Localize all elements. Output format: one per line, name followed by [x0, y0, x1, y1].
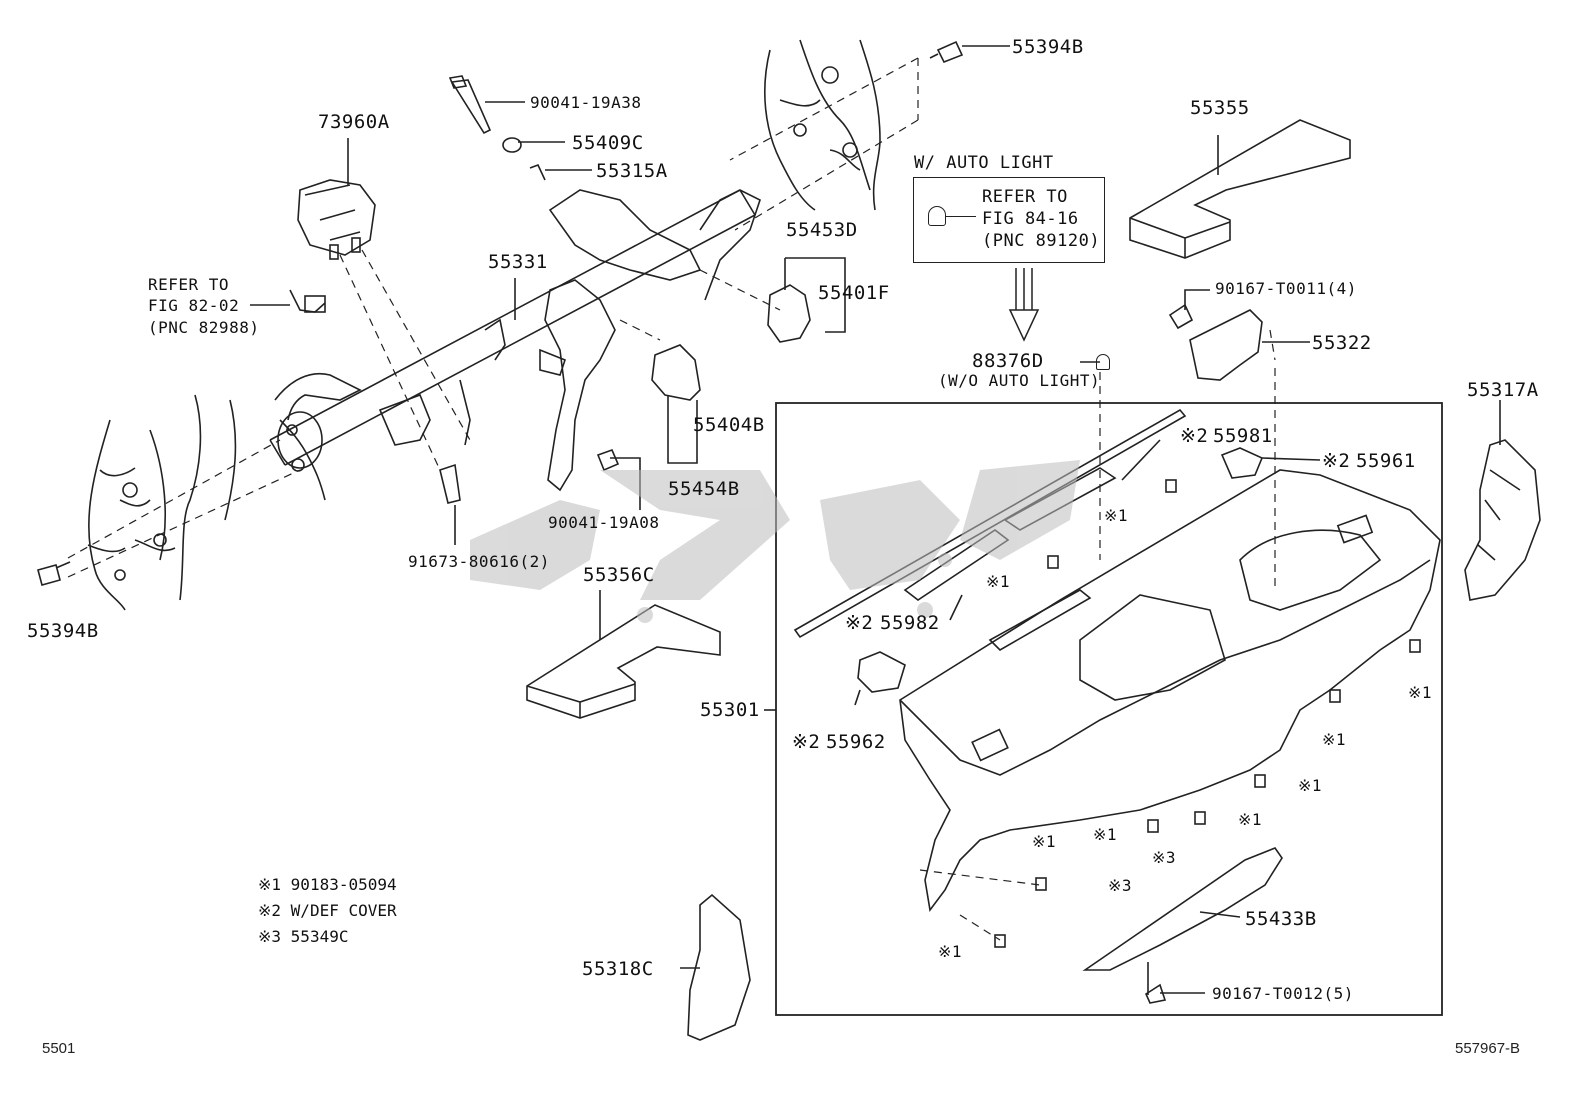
label-73960a: 73960A — [318, 111, 390, 133]
refer-82-line1: REFER TO — [148, 275, 230, 294]
sensor-icon — [928, 206, 946, 226]
mark-clip-1: ※1 — [1104, 506, 1129, 525]
lower-rail — [1082, 847, 1283, 971]
relay-block — [297, 179, 376, 256]
label-88376d: 88376D — [972, 350, 1044, 372]
legend-item-1: ※1 90183-05094 — [258, 875, 397, 894]
mark-55982: ※2 — [845, 612, 874, 634]
label-55322: 55322 — [1312, 332, 1372, 354]
support-beam — [269, 189, 756, 466]
side-cover-left — [687, 893, 751, 1041]
label-91673-80616: 91673-80616(2) — [408, 552, 550, 571]
bracket-55404b — [651, 344, 701, 401]
refer-84-line2: FIG 84-16 — [982, 209, 1079, 229]
refer-84-line3: (PNC 89120) — [982, 231, 1101, 251]
bolt-90041-19a38 — [450, 79, 492, 135]
bracket-55453d — [767, 284, 811, 343]
legend: ※1 90183-05094 ※2 W/DEF COVER ※3 55349C — [258, 872, 397, 950]
label-55454b: 55454B — [668, 478, 740, 500]
label-55981: 55981 — [1213, 425, 1273, 447]
refer-82-line2: FIG 82-02 — [148, 296, 240, 315]
label-55409c: 55409C — [572, 132, 644, 154]
bracket-55322 — [1189, 309, 1263, 381]
label-55301: 55301 — [700, 699, 760, 721]
sensor-leader — [946, 216, 976, 217]
label-55962: 55962 — [826, 731, 886, 753]
mark-clip-4: ※1 — [1322, 730, 1347, 749]
vent-55961 — [1220, 447, 1264, 479]
clip-88376d-icon — [1096, 354, 1110, 370]
dashboard-assembly-box — [775, 402, 1443, 1016]
label-55318c: 55318C — [582, 958, 654, 980]
label-90041-19a38: 90041-19A38 — [530, 93, 642, 112]
label-88376d-note: (W/O AUTO LIGHT) — [938, 371, 1101, 390]
label-90041-19a08: 90041-19A08 — [548, 513, 660, 532]
label-55394b-left: 55394B — [27, 620, 99, 642]
mark-clip-6: ※1 — [1238, 810, 1263, 829]
label-55961: 55961 — [1356, 450, 1416, 472]
footer-right: 557967-B — [1455, 1040, 1521, 1057]
label-55982: 55982 — [880, 612, 940, 634]
center-brace — [544, 279, 616, 492]
mark-clip-2: ※1 — [986, 572, 1011, 591]
label-55404b: 55404B — [693, 414, 765, 436]
watermark-logo — [470, 460, 1080, 623]
left-body-pillar — [87, 394, 237, 611]
side-cover-right — [1464, 439, 1541, 601]
pad-55356c — [526, 604, 721, 719]
bolt-55394b-left — [37, 561, 71, 586]
mark-55981: ※2 — [1180, 425, 1209, 447]
mark-55961: ※2 — [1322, 450, 1351, 472]
mark-clip-11: ※3 — [1108, 876, 1133, 895]
label-55355: 55355 — [1190, 97, 1250, 119]
mark-clip-7: ※1 — [1093, 825, 1118, 844]
mark-clip-3: ※1 — [1408, 683, 1433, 702]
legend-item-2: ※2 W/DEF COVER — [258, 901, 397, 920]
mark-55962: ※2 — [792, 731, 821, 753]
label-55315a: 55315A — [596, 160, 668, 182]
instrument-panel — [899, 469, 1441, 912]
mark-clip-10: ※3 — [1152, 848, 1177, 867]
refer-82-line3: (PNC 82988) — [148, 318, 260, 337]
mark-clip-9: ※1 — [938, 942, 963, 961]
label-55356c: 55356C — [583, 564, 655, 586]
label-55453d: 55453D — [786, 219, 858, 241]
footer-left: 5501 — [42, 1040, 76, 1057]
label-55317a: 55317A — [1467, 379, 1539, 401]
label-55401f: 55401F — [818, 282, 890, 304]
label-55433b: 55433B — [1245, 908, 1317, 930]
legend-item-3: ※3 55349C — [258, 927, 349, 946]
refer-84-box — [913, 177, 1105, 263]
right-body-pillar — [764, 39, 881, 211]
vent-55962 — [857, 651, 906, 693]
mark-clip-5: ※1 — [1298, 776, 1323, 795]
refer-84-header: W/ AUTO LIGHT — [914, 153, 1054, 173]
mark-clip-8: ※1 — [1032, 832, 1057, 851]
pad-55355 — [1129, 119, 1351, 259]
label-90167-t0012: 90167-T0012(5) — [1212, 984, 1354, 1003]
label-55331: 55331 — [488, 251, 548, 273]
bolt-55394b-top — [929, 40, 964, 64]
label-90167-t0011: 90167-T0011(4) — [1215, 279, 1357, 298]
label-55394b-top: 55394B — [1012, 36, 1084, 58]
refer-84-line1: REFER TO — [982, 187, 1068, 207]
